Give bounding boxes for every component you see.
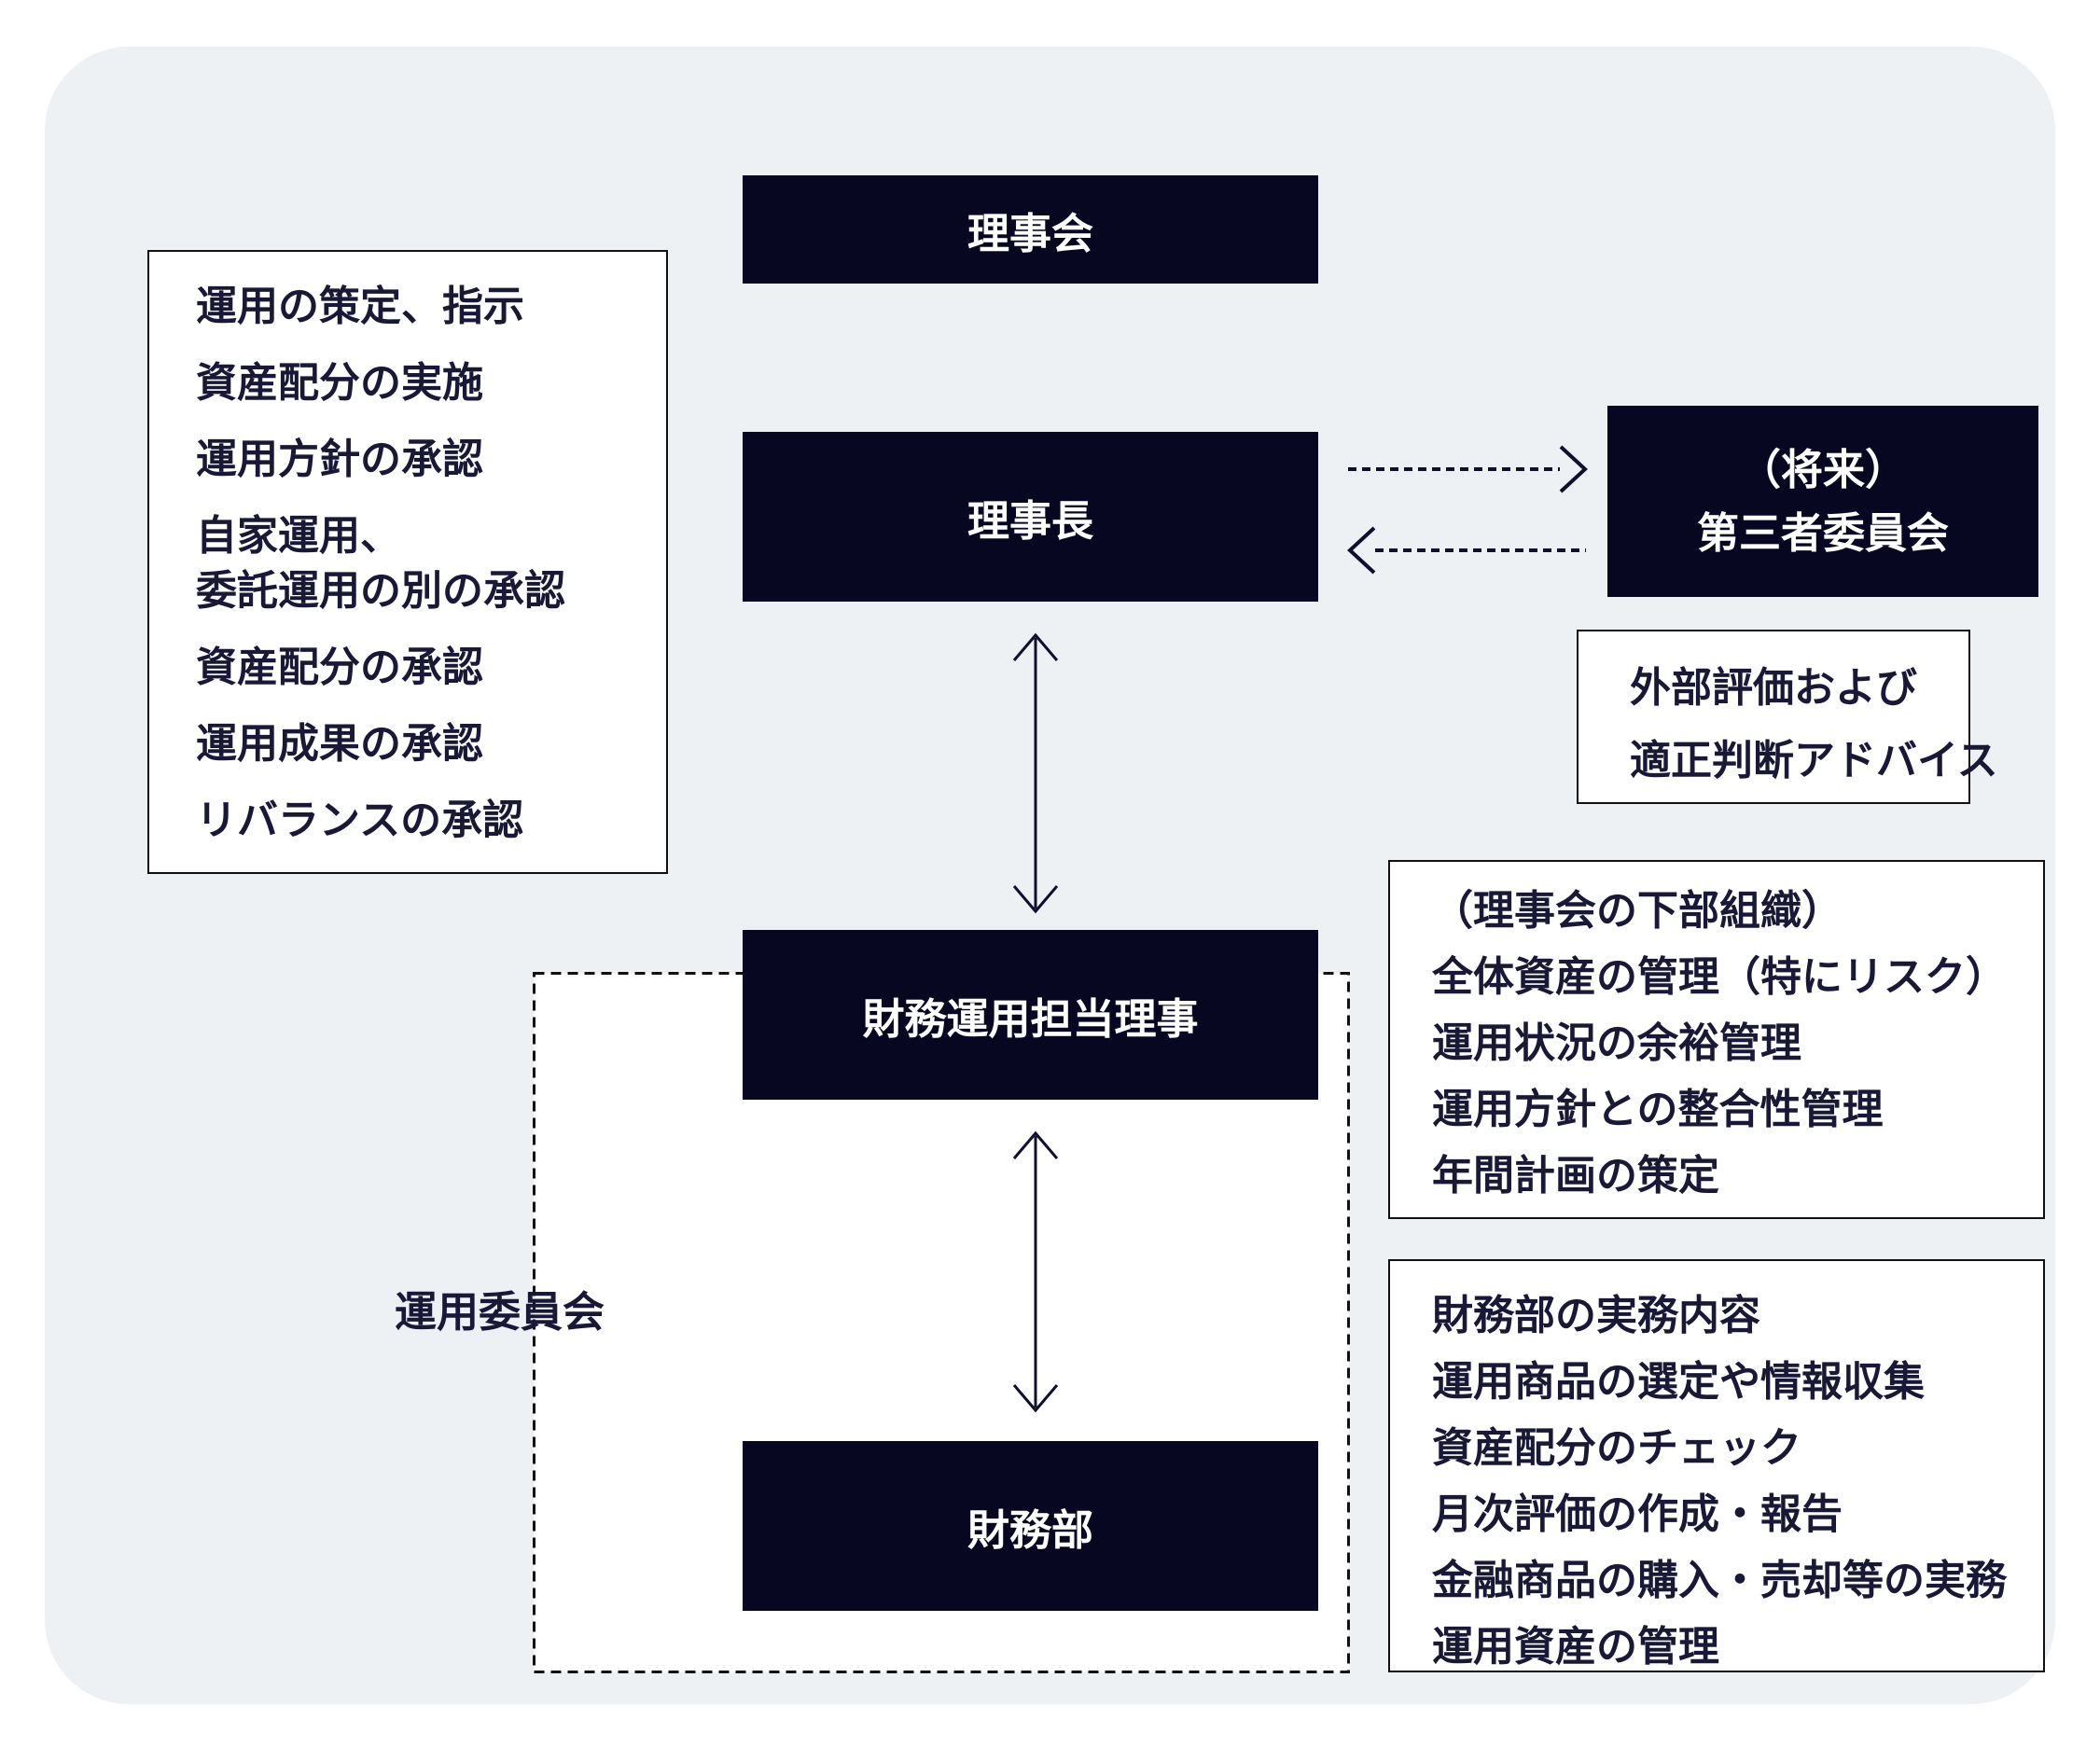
node-label: 財務部: [967, 1505, 1093, 1554]
note-line: 運用成果の承認: [196, 721, 483, 767]
double-arrow-chairman-director: [1012, 632, 1059, 914]
note-line: 月次評価の作成・報告: [1432, 1491, 1843, 1537]
node-board-of-directors: 理事会: [743, 175, 1318, 284]
double-arrow-director-department: [1012, 1130, 1059, 1413]
dashed-arrow-from-third-party: [1347, 526, 1586, 575]
note-line: 運用の策定、指示: [196, 284, 524, 329]
dashed-arrow-to-third-party: [1348, 445, 1588, 493]
note-line: 全体資産の管理（特にリスク）: [1432, 954, 2007, 1000]
management-committee-label: 運用委員会: [395, 1288, 605, 1336]
note-line: 運用商品の選定や情報収集: [1432, 1359, 1925, 1405]
node-label: 理事会: [967, 209, 1093, 257]
note-line: 財務部の実務内容: [1432, 1293, 1760, 1338]
node-label: 財務運用担当理事: [862, 994, 1199, 1043]
note-line: 運用資産の管理: [1432, 1624, 1719, 1670]
note-line: 運用状況の余裕管理: [1432, 1020, 1801, 1066]
node-label: 理事長: [967, 496, 1093, 545]
note-line: 外部評価および: [1630, 665, 1917, 711]
node-finance-operations-director: 財務運用担当理事: [743, 930, 1318, 1100]
note-line: 運用方針の承認: [196, 437, 483, 482]
note-line: （理事会の下部組織）: [1432, 888, 1843, 934]
note-line: 金融商品の購入・売却等の実務: [1432, 1558, 2007, 1603]
external-advice-note: 外部評価および 適正判断アドバイス: [1577, 630, 1998, 804]
node-finance-department: 財務部: [743, 1441, 1318, 1611]
committee-duties-note: （理事会の下部組織） 全体資産の管理（特にリスク） 運用状況の余裕管理 運用方針…: [1388, 860, 2045, 1219]
note-line: 資産配分のチェック: [1432, 1425, 1801, 1471]
chairman-duties-note: 運用の策定、指示 資産配分の実施 運用方針の承認 自家運用、 委託運用の別の承認…: [147, 250, 668, 874]
node-label-line2: 第三者委員会: [1696, 508, 1949, 557]
note-line: 資産配分の実施: [196, 360, 483, 406]
note-line: 適正判断アドバイス: [1630, 738, 1998, 783]
diagram-card: 運用の策定、指示 資産配分の実施 運用方針の承認 自家運用、 委託運用の別の承認…: [45, 47, 2055, 1704]
note-line: 委託運用の別の承認: [196, 568, 565, 614]
node-third-party-committee: （将来） 第三者委員会: [1607, 406, 2038, 597]
node-chairman: 理事長: [743, 432, 1318, 602]
note-line: 運用方針との整合性管理: [1432, 1087, 1884, 1132]
note-line: 資産配分の承認: [196, 645, 483, 690]
department-duties-note: 財務部の実務内容 運用商品の選定や情報収集 資産配分のチェック 月次評価の作成・…: [1388, 1259, 2045, 1672]
node-label-line1: （将来）: [1738, 445, 1907, 493]
note-line: リバランスの承認: [196, 797, 524, 843]
note-line: 自家運用、: [196, 513, 401, 559]
note-line: 年間計画の策定: [1432, 1153, 1719, 1199]
